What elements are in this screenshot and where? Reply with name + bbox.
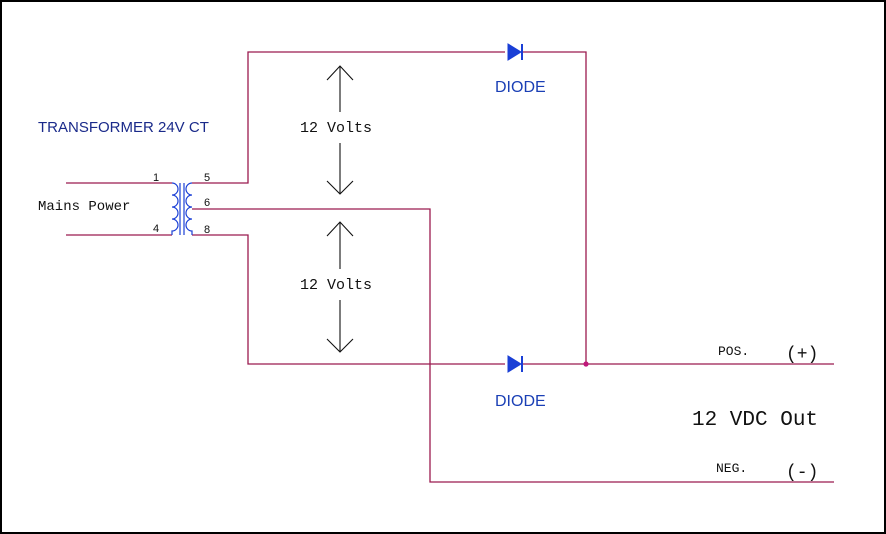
lower-voltage-label: 12 Volts bbox=[300, 277, 372, 294]
upper-diode-label: DIODE bbox=[495, 79, 546, 96]
pin-4-label: 4 bbox=[153, 223, 159, 235]
transformer bbox=[171, 182, 193, 235]
lower-diode-label: DIODE bbox=[495, 393, 546, 410]
upper-voltage-label: 12 Volts bbox=[300, 120, 372, 137]
wire-top-diode-out bbox=[523, 51, 587, 364]
wires bbox=[66, 51, 834, 483]
pin-6-label: 6 bbox=[204, 197, 210, 209]
lower-voltage-arrow-icon bbox=[326, 221, 354, 353]
neg-label: NEG. bbox=[716, 461, 747, 476]
wire-pin8-bottom-rail bbox=[192, 234, 505, 365]
wire-pin6-center-tap bbox=[192, 208, 834, 483]
pin-8-label: 8 bbox=[204, 224, 210, 236]
pos-sign: (+) bbox=[786, 345, 818, 365]
pin-5-label: 5 bbox=[204, 172, 210, 184]
junction-dot bbox=[583, 361, 589, 367]
pos-label: POS. bbox=[718, 344, 749, 359]
diode-bottom-icon bbox=[507, 355, 523, 373]
neg-sign: (-) bbox=[786, 463, 818, 483]
secondary-coil-icon bbox=[185, 182, 193, 235]
primary-coil-icon bbox=[171, 182, 179, 235]
wire-pin5-top-rail bbox=[192, 51, 505, 184]
pin-1-label: 1 bbox=[153, 172, 159, 184]
diode-top-icon bbox=[507, 43, 523, 61]
output-label: 12 VDC Out bbox=[692, 409, 818, 432]
mains-power-label: Mains Power bbox=[38, 199, 130, 215]
upper-voltage-arrow-icon bbox=[326, 65, 354, 195]
transformer-title: TRANSFORMER 24V CT bbox=[38, 119, 209, 136]
